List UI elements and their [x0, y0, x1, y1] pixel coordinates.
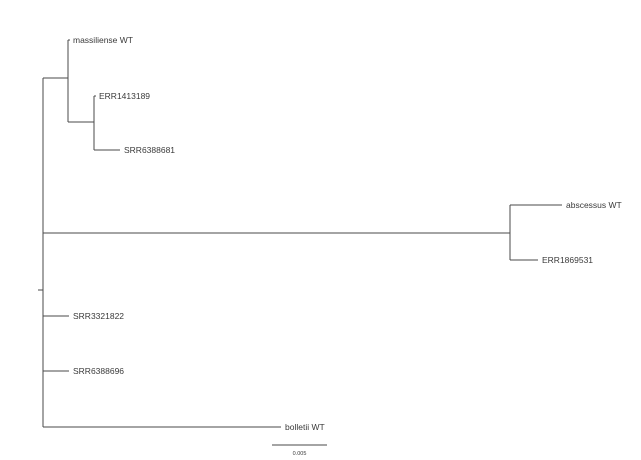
tip-label-srr6388681: SRR6388681 — [124, 145, 175, 155]
tip-label-err1869531: ERR1869531 — [542, 255, 593, 265]
tip-label-abscessus: abscessus WT — [566, 200, 622, 210]
tip-label-srr3321822: SRR3321822 — [73, 311, 124, 321]
tip-label-srr6388696: SRR6388696 — [73, 366, 124, 376]
scale-bar-label: 0.005 — [293, 451, 307, 457]
tip-label-err1413189: ERR1413189 — [99, 91, 150, 101]
tip-label-massiliense: massiliense WT — [73, 35, 133, 45]
tip-label-bolletii: bolletii WT — [285, 422, 325, 432]
